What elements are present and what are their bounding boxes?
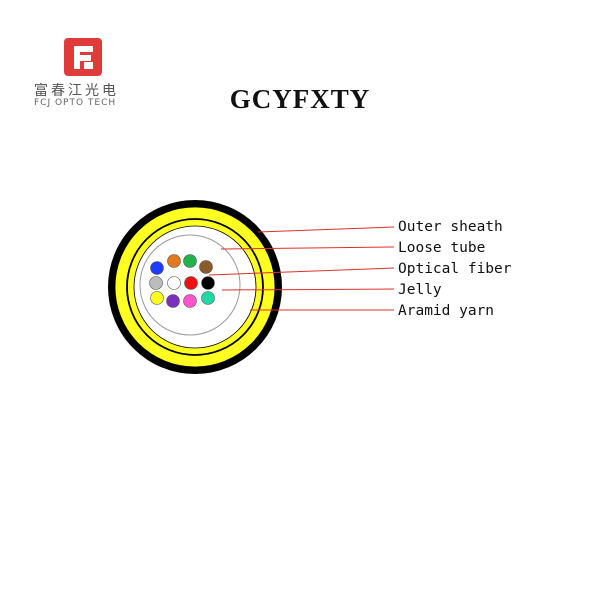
leader-loose-tube <box>220 246 395 250</box>
leader-lines <box>208 226 395 311</box>
optical-fiber-3 <box>183 254 197 268</box>
company-logo: 富春江光电 FCJ OPTO TECH <box>28 38 138 113</box>
optical-fiber-11 <box>183 294 197 308</box>
label-loose-tube: Loose tube <box>398 240 486 256</box>
label-jelly: Jelly <box>398 282 442 298</box>
label-outer-sheath: Outer sheath <box>398 219 503 235</box>
optical-fiber-10 <box>166 294 180 308</box>
optical-fiber-4 <box>199 260 213 274</box>
logo-mark-icon <box>64 38 102 76</box>
label-aramid-yarn: Aramid yarn <box>398 303 495 319</box>
leader-optical-fiber <box>208 267 395 276</box>
optical-fiber-12 <box>201 291 215 305</box>
logo-chinese-text: 富春江光电 <box>34 83 119 99</box>
optical-fiber-5 <box>149 276 163 290</box>
optical-fiber-2 <box>167 254 181 268</box>
leader-outer-sheath <box>257 226 395 233</box>
leader-jelly <box>221 288 395 291</box>
logo-english-text: FCJ OPTO TECH <box>34 98 117 108</box>
optical-fibers <box>149 254 215 308</box>
optical-fiber-1 <box>150 261 164 275</box>
label-optical-fiber: Optical fiber <box>398 261 512 277</box>
optical-fiber-9 <box>150 291 164 305</box>
optical-fiber-8 <box>201 276 215 290</box>
jelly-boundary <box>139 234 241 336</box>
diagram-title: GCYFXTY <box>229 84 371 114</box>
optical-fiber-7 <box>184 276 198 290</box>
optical-fiber-6 <box>167 276 181 290</box>
